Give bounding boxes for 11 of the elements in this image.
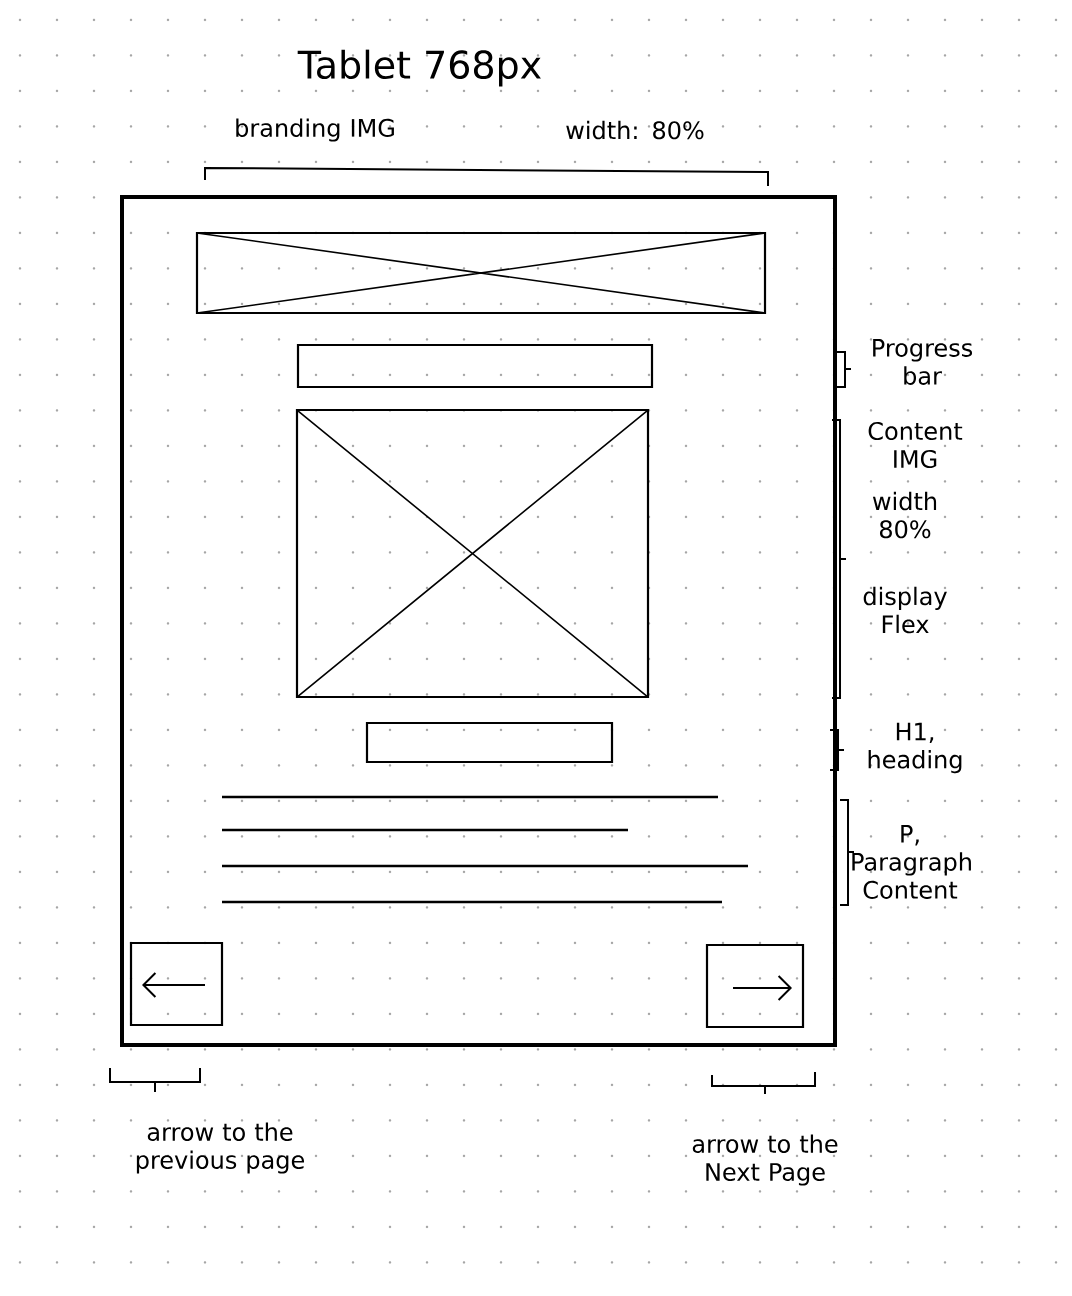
annotation: arrow to the previous page — [136, 1122, 304, 1174]
annotation: branding IMG — [236, 118, 394, 142]
annotation: Progress bar — [873, 339, 973, 385]
annotation: display Flex — [863, 586, 947, 634]
annotation: P, Paragraph Content — [852, 825, 971, 899]
annotation: width: 80% — [566, 120, 704, 140]
annotation: H1, heading — [868, 722, 962, 774]
annotation: Content IMG — [868, 421, 963, 469]
annotation: arrow to the Next Page — [692, 1134, 838, 1186]
annotation: width 80% — [872, 491, 937, 539]
title: Tablet 768px — [297, 49, 541, 87]
